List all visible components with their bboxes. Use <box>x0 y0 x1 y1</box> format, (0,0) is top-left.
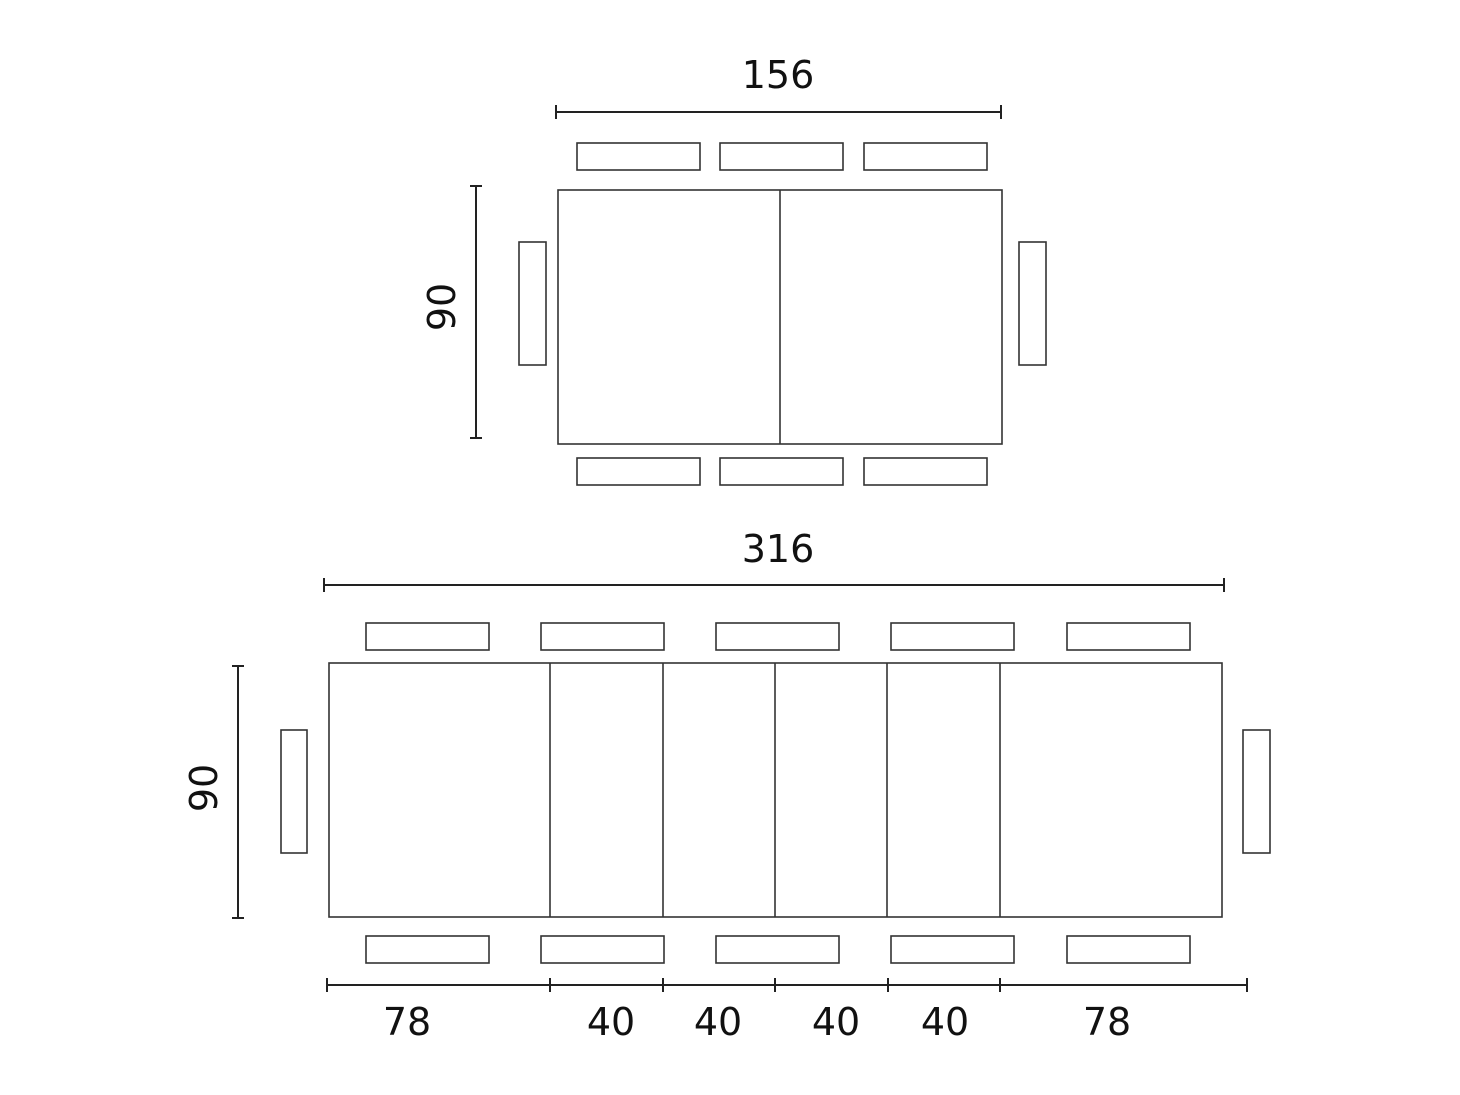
segment-label: 78 <box>383 1000 431 1044</box>
chair <box>1018 241 1047 366</box>
compact-width-dimension: 156 <box>555 53 1002 119</box>
chair <box>715 935 840 964</box>
extended-width-label: 316 <box>742 527 815 571</box>
chair <box>890 622 1015 651</box>
chair <box>540 622 665 651</box>
chair <box>576 457 701 486</box>
chair <box>863 457 988 486</box>
extended-depth-label: 90 <box>182 764 226 812</box>
chair <box>280 729 308 854</box>
chair <box>1066 935 1191 964</box>
compact-table-group: 156 90 <box>420 53 1047 486</box>
chair <box>863 142 988 171</box>
compact-width-label: 156 <box>742 53 815 97</box>
segment-label: 40 <box>587 1000 635 1044</box>
segment-dimension: 78 40 40 40 40 78 <box>326 978 1248 1044</box>
chair <box>518 241 547 366</box>
segment-label: 40 <box>921 1000 969 1044</box>
chair <box>365 935 490 964</box>
chair <box>715 622 840 651</box>
chair <box>1066 622 1191 651</box>
compact-depth-label: 90 <box>420 283 464 331</box>
segment-label: 78 <box>1083 1000 1131 1044</box>
chair <box>540 935 665 964</box>
segment-label: 40 <box>694 1000 742 1044</box>
chair <box>576 142 701 171</box>
segment-label: 40 <box>812 1000 860 1044</box>
chair <box>365 622 490 651</box>
chair <box>719 142 844 171</box>
extended-depth-dimension: 90 <box>182 665 244 919</box>
chair <box>890 935 1015 964</box>
compact-depth-dimension: 90 <box>420 185 482 439</box>
chair <box>719 457 844 486</box>
chair <box>1242 729 1271 854</box>
extended-width-dimension: 316 <box>323 527 1225 592</box>
extended-table-group: 316 90 <box>182 527 1271 1044</box>
